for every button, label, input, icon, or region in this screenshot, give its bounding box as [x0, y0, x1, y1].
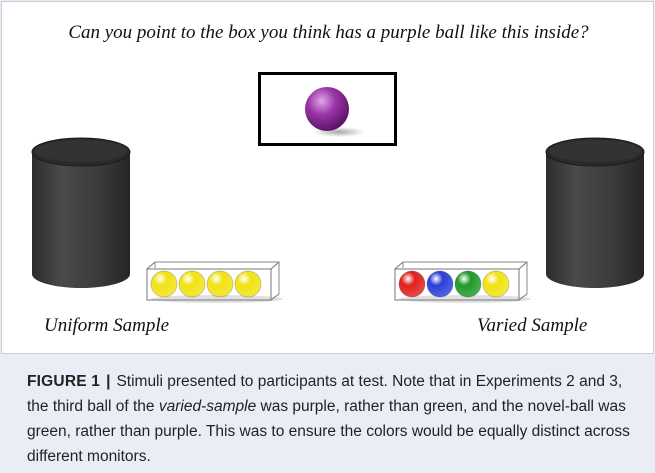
uniform-ball-yellow	[178, 270, 206, 298]
novel-ball-box	[258, 72, 397, 146]
figure-label: FIGURE 1	[27, 373, 101, 390]
varied-box[interactable]	[544, 136, 646, 292]
uniform-ball-yellow	[150, 270, 178, 298]
uniform-sample-tray	[146, 261, 283, 303]
uniform-box[interactable]	[30, 136, 132, 292]
varied-ball-blue	[426, 270, 454, 298]
varied-sample-label: Varied Sample	[477, 315, 588, 336]
varied-ball-yellow	[482, 270, 510, 298]
figure-panel: Can you point to the box you think has a…	[1, 1, 654, 354]
uniform-ball-yellow	[206, 270, 234, 298]
question-text: Can you point to the box you think has a…	[68, 22, 589, 43]
varied-ball-red	[398, 270, 426, 298]
caption-text-1: Stimuli presented to participants at tes…	[27, 373, 623, 415]
caption-text-2: was purple, rather than green, and the n…	[27, 398, 630, 465]
caption-italic-term: varied-sample	[158, 398, 257, 415]
figure-caption: FIGURE 1 |Stimuli presented to participan…	[27, 369, 632, 469]
novel-ball-graphic	[305, 87, 365, 137]
varied-sample-tray	[394, 261, 531, 303]
varied-ball-green	[454, 270, 482, 298]
novel-ball	[305, 87, 349, 131]
uniform-sample-label: Uniform Sample	[44, 315, 170, 336]
caption-separator: |	[106, 373, 111, 390]
uniform-ball-yellow	[234, 270, 262, 298]
